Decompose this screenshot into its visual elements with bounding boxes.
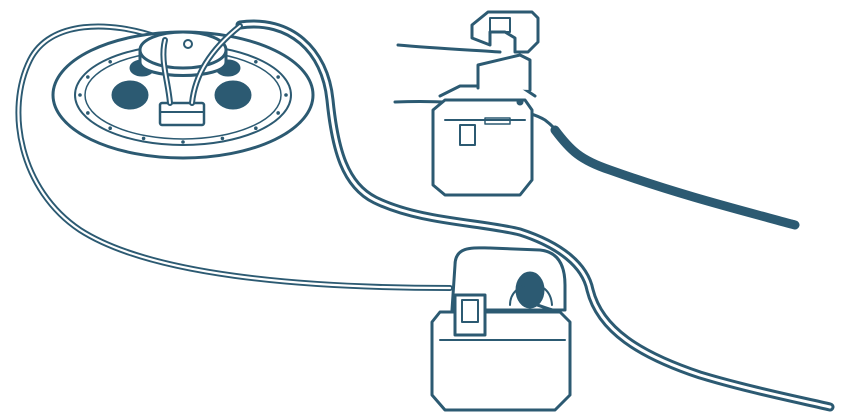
current-clamp-open [433,12,538,195]
rim-screw [276,111,280,115]
rim-screw [221,137,225,141]
power-meter-unit [53,26,313,158]
current-clamp-closed [432,248,570,410]
rim-screw [254,126,258,130]
vent-hole [112,81,148,109]
vent-hole [215,81,251,109]
rim-screw [108,126,112,130]
rim-screw [78,93,82,97]
rim-screw [181,140,185,144]
rim-screw [86,111,90,115]
rim-screw [254,60,258,64]
rim-screw [108,60,112,64]
clamp-pin [517,99,523,105]
rim-screw [284,93,288,97]
rim-screw [276,75,280,79]
connector-block [160,103,204,125]
rim-screw [142,137,146,141]
rim-screw [86,75,90,79]
